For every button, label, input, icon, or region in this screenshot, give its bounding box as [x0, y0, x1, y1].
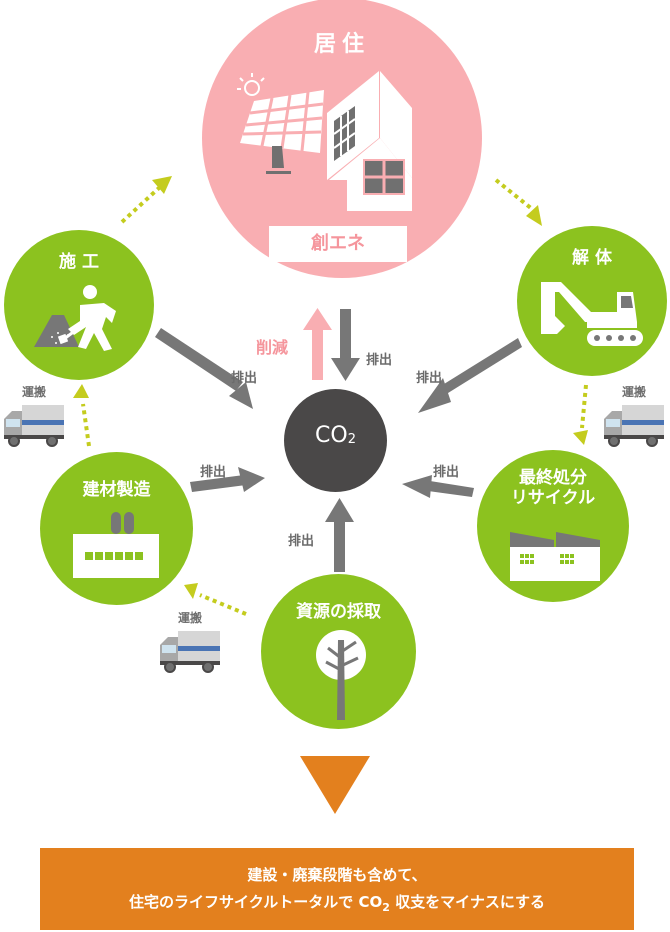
demolition-node: 解 体	[517, 226, 667, 376]
reduction-arrow	[303, 308, 332, 380]
reduction-label: 削減	[256, 338, 289, 357]
transport-truck-right: 運搬	[602, 383, 666, 453]
truck-icon	[4, 405, 64, 447]
transport-arrow-residence-to-demolition	[494, 178, 542, 226]
summary-line-2: 住宅のライフサイクルトータルで CO2 収支をマイナスにする	[129, 893, 545, 914]
resource-extraction-title: 資源の採取	[296, 602, 381, 622]
truck-icon	[604, 405, 664, 447]
emission-label-demolition: 排出	[416, 371, 443, 386]
transport-label: 運搬	[22, 385, 47, 399]
recycling-plant-icon	[510, 532, 600, 581]
demolition-title: 解 体	[572, 248, 612, 268]
construction-title: 施 工	[59, 252, 99, 272]
construction-worker-shovel-icon	[34, 285, 116, 351]
down-triangle-icon	[300, 756, 370, 814]
emission-arrow-construction	[155, 328, 253, 409]
summary-line-1: 建設・廃棄段階も含めて、	[247, 866, 427, 884]
transport-label: 運搬	[178, 611, 203, 625]
summary-banner: 建設・廃棄段階も含めて、 住宅のライフサイクルトータルで CO2 収支をマイナス…	[40, 848, 634, 930]
emission-arrow-resource	[325, 498, 354, 572]
emission-arrow-demolition	[418, 338, 522, 413]
material-manufacturing-title: 建材製造	[82, 480, 151, 500]
co2-center-node: CO2	[284, 389, 387, 492]
transport-truck-left-upper: 運搬	[2, 383, 66, 453]
emission-label-final-disposal: 排出	[433, 465, 460, 480]
residence-node: 居住	[202, 0, 482, 278]
excavator-icon	[541, 282, 643, 346]
emission-label-construction: 排出	[231, 371, 258, 386]
residence-title: 居住	[313, 32, 370, 57]
final-disposal-recycling-node: 最終処分 リサイクル	[477, 450, 629, 602]
construction-node: 施 工	[4, 230, 154, 380]
emission-label-material: 排出	[200, 465, 227, 480]
house-with-solar-panel-icon	[237, 71, 412, 211]
emission-label-residence: 排出	[366, 353, 393, 368]
energy-creation-badge: 創エネ	[269, 226, 407, 262]
factory-icon	[73, 512, 159, 578]
transport-arrow-material-to-construction	[73, 384, 91, 447]
energy-creation-label: 創エネ	[311, 233, 365, 254]
transport-arrow-construction-to-residence	[120, 176, 172, 224]
resource-extraction-node: 資源の採取	[261, 574, 416, 729]
truck-icon	[160, 631, 220, 673]
emission-arrow-material	[190, 467, 265, 492]
tree-icon	[316, 630, 366, 720]
co2-label: CO2	[315, 423, 356, 448]
transport-arrow-demolition-to-disposal	[573, 384, 588, 445]
transport-truck-left-lower: 運搬	[158, 609, 222, 679]
transport-arrow-resource-to-material	[184, 583, 247, 616]
material-manufacturing-node: 建材製造	[40, 452, 193, 605]
transport-label: 運搬	[622, 385, 647, 399]
emission-label-resource: 排出	[288, 534, 315, 549]
emission-arrow-final-disposal	[402, 475, 474, 498]
final-disposal-recycling-title: 最終処分 リサイクル	[510, 468, 596, 509]
emission-arrow-residence	[331, 309, 360, 381]
